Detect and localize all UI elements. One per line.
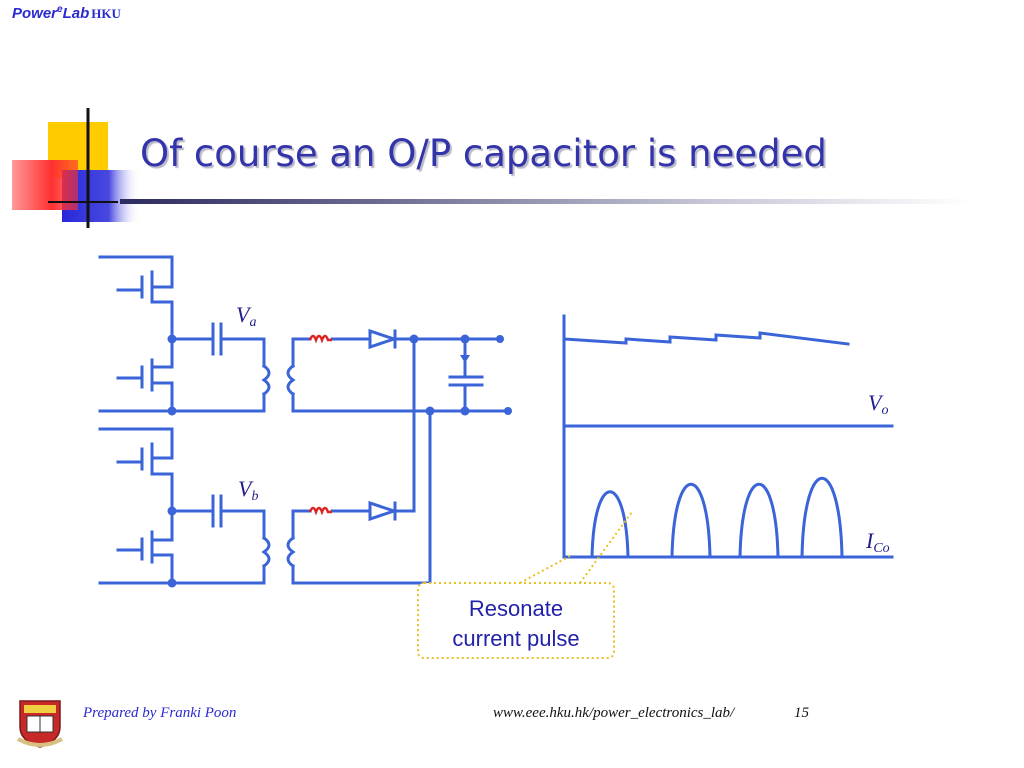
slide-title: Of course an O/P capacitor is needed <box>140 132 827 175</box>
footer-url[interactable]: www.eee.hku.hk/power_electronics_lab/ <box>493 705 735 721</box>
output-terminal <box>504 407 512 415</box>
current-pulse <box>800 476 844 559</box>
label-vb: Vb <box>238 476 258 504</box>
diode-a <box>368 328 399 350</box>
label-ico: ICo <box>865 528 890 556</box>
callout-line2: current pulse <box>452 626 579 651</box>
transformer-primary <box>261 535 271 569</box>
logo-lab: Lab <box>62 5 90 22</box>
junction-dot <box>460 334 470 344</box>
label-va: Va <box>236 302 256 330</box>
callout-pointer <box>519 555 571 584</box>
current-pulse <box>670 482 712 559</box>
junction-dot <box>167 578 177 588</box>
junction-dot <box>167 506 177 516</box>
callout-box <box>417 582 615 659</box>
inductor-b <box>308 506 332 516</box>
title-decoration <box>12 108 140 228</box>
transformer-secondary <box>286 363 296 397</box>
junction-dot <box>460 406 470 416</box>
transformer-secondary <box>286 535 296 569</box>
logo-sup: e <box>57 4 63 15</box>
callout-line1: Resonate <box>469 596 563 621</box>
diode-b <box>368 500 399 522</box>
inductor-a <box>308 334 332 344</box>
current-pulse <box>590 490 630 559</box>
junction-dot <box>167 406 177 416</box>
output-terminal <box>496 335 504 343</box>
junction-dot <box>167 334 177 344</box>
logo-power: Power <box>12 5 58 22</box>
junction-dot <box>425 406 435 416</box>
label-vo: Vo <box>868 390 888 418</box>
hku-crest-icon <box>17 700 63 748</box>
current-arrow-icon <box>460 355 470 363</box>
title-underline <box>120 199 970 204</box>
junction-dot <box>409 334 419 344</box>
vo-ripple-trace <box>562 331 850 346</box>
transformer-primary <box>261 363 271 397</box>
footer-prepared-by: Prepared by Franki Poon <box>83 705 237 721</box>
current-pulse <box>738 482 780 559</box>
logo-hku: HKU <box>91 6 121 21</box>
page-number: 15 <box>794 705 809 721</box>
